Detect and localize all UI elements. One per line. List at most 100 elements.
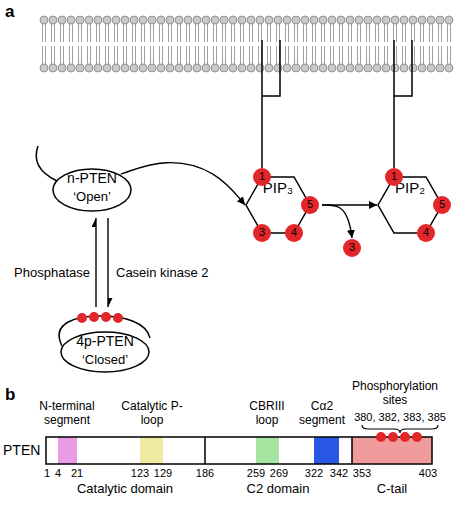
- domain-divider: [205, 437, 352, 464]
- lipid-head: [427, 16, 435, 24]
- lipid-head: [202, 16, 210, 24]
- node-text: 4p-PTEN: [60, 333, 150, 350]
- lipid-tail: [394, 24, 397, 42]
- lipid-tail: [79, 24, 82, 42]
- position-circle: 5: [433, 196, 451, 214]
- residue-number: 342: [327, 467, 351, 480]
- panel-letter: a: [5, 2, 14, 22]
- region-label: Cα2 segment: [291, 400, 353, 428]
- node-text: 4: [285, 226, 303, 239]
- lipid-tail: [223, 46, 226, 64]
- phospho-dot: [412, 432, 422, 442]
- lipid-tail: [259, 46, 262, 64]
- lipid-head: [58, 16, 66, 24]
- node-text: 1: [253, 170, 271, 183]
- lipid-tail: [169, 24, 172, 42]
- n-terminal-segment: [58, 437, 77, 464]
- lipid-head: [247, 16, 255, 24]
- lipid-tail: [448, 24, 451, 42]
- lipid-head: [355, 16, 363, 24]
- lipid-anchor: [394, 40, 412, 168]
- lipid-head: [373, 64, 381, 72]
- lipid-tail: [349, 24, 352, 42]
- lipid-tail: [421, 46, 424, 64]
- circle-shape: [253, 224, 271, 242]
- lipid-head: [328, 16, 336, 24]
- position-circle: 1: [253, 168, 271, 186]
- region-label: Phosphorylation sites: [343, 380, 447, 408]
- domain-bar-ground: [46, 437, 432, 464]
- lipid-head: [292, 64, 300, 72]
- lipid-head: [238, 64, 246, 72]
- position-circle: 5: [301, 196, 319, 214]
- lipid-head: [76, 16, 84, 24]
- enzyme-label: Casein kinase 2: [116, 266, 209, 281]
- lipid-tail: [79, 46, 82, 64]
- lipid-tail: [142, 24, 145, 42]
- circle-shape: [385, 168, 403, 186]
- enzyme-label: Phosphatase: [14, 266, 90, 281]
- lipid-tail: [160, 24, 163, 42]
- lipid-head: [103, 16, 111, 24]
- lipid-tail: [412, 24, 415, 42]
- lipid-head: [121, 64, 129, 72]
- lipid-tail: [403, 24, 406, 42]
- residue-number: 259: [244, 467, 268, 480]
- position-circle: 3: [253, 224, 271, 242]
- lipid-head: [400, 16, 408, 24]
- state-caption: ‘Closed’: [60, 352, 150, 368]
- lipid-head: [382, 16, 390, 24]
- lipid-tail: [331, 46, 334, 64]
- lipid-tail: [196, 24, 199, 42]
- lipid-tail: [358, 46, 361, 64]
- lipid-head: [166, 16, 174, 24]
- lipid-tail: [124, 24, 127, 42]
- lipid-head: [418, 64, 426, 72]
- lipid-tail: [43, 24, 46, 42]
- lipid-tail: [277, 46, 280, 64]
- lipid-head: [202, 64, 210, 72]
- node-text: 3: [343, 241, 361, 254]
- lipid-tail: [376, 24, 379, 42]
- p-loop-segment: [140, 437, 163, 464]
- lipid-head: [121, 16, 129, 24]
- lipid-head: [67, 64, 75, 72]
- lipid-tail: [214, 24, 217, 42]
- lipid-tail: [115, 24, 118, 42]
- lipid-tail: [331, 24, 334, 42]
- phospho-dot: [77, 313, 87, 323]
- circle-shape: [417, 224, 435, 242]
- lipid-head: [103, 64, 111, 72]
- protein-name: PTEN: [3, 442, 40, 458]
- lipid-head: [175, 64, 183, 72]
- lipid-head: [193, 64, 201, 72]
- lipid-tail: [61, 24, 64, 42]
- lipid-tail: [142, 46, 145, 64]
- region-label: N-terminal segment: [27, 400, 107, 428]
- lipid-head: [175, 16, 183, 24]
- lipid-head: [364, 64, 372, 72]
- lipid-tail: [385, 24, 388, 42]
- lipid-tail: [52, 24, 55, 42]
- phospho-dot: [113, 313, 123, 323]
- phosphate-circle: 3: [343, 239, 361, 257]
- lipid-head: [220, 16, 228, 24]
- lipid-tail: [232, 46, 235, 64]
- equilibrium-arrow: [107, 218, 108, 307]
- lipid-head: [40, 16, 48, 24]
- protein-ellipse: n-PTEN‘Open’: [52, 168, 132, 212]
- lipid-head: [85, 64, 93, 72]
- phospho-dot: [400, 432, 410, 442]
- reaction-arrow: [121, 163, 245, 205]
- lipid-tail: [97, 46, 100, 64]
- lipid-tail: [268, 46, 271, 64]
- lipid-head: [337, 16, 345, 24]
- lipid-tail: [178, 46, 181, 64]
- lipid-tail: [448, 46, 451, 64]
- lipid-tail: [403, 46, 406, 64]
- lipid-tail: [295, 46, 298, 64]
- brace: [362, 425, 438, 433]
- lipid-tail: [169, 46, 172, 64]
- lipid-head: [283, 16, 291, 24]
